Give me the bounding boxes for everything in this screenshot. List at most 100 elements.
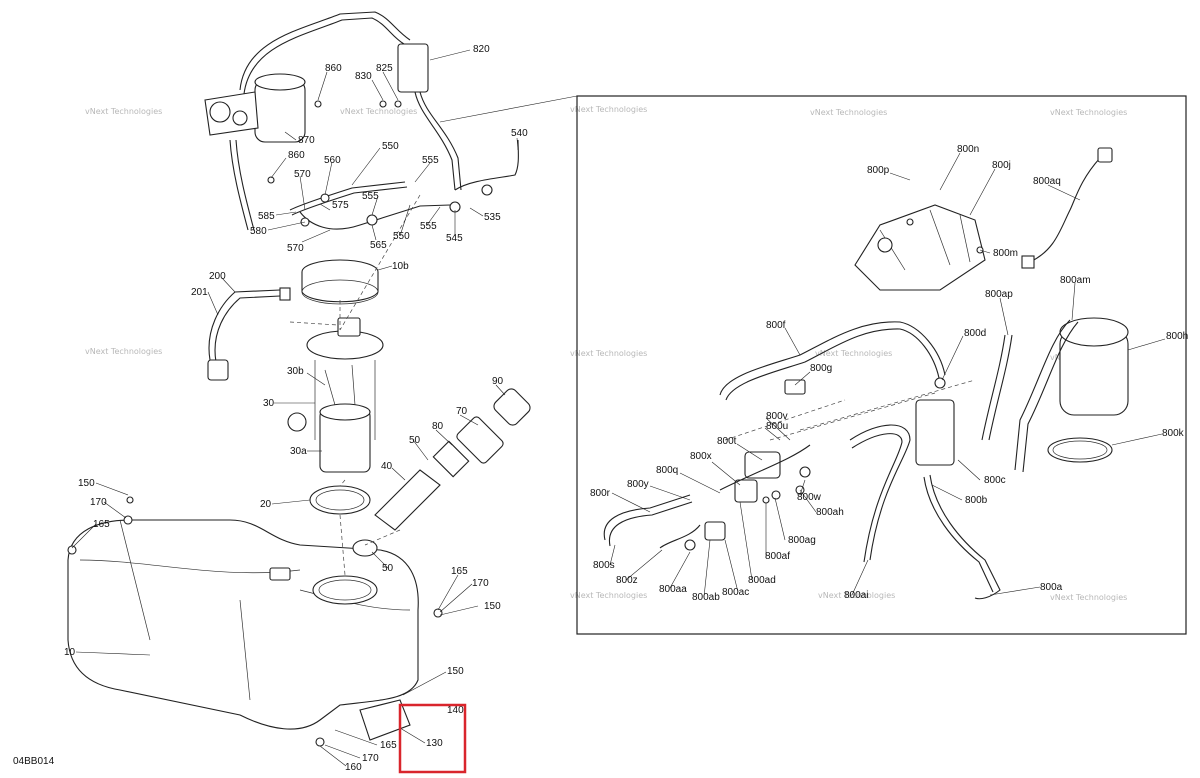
- watermark: vNext Technologies: [340, 107, 417, 116]
- callout: 800y: [627, 479, 649, 490]
- callout: 150: [484, 601, 501, 612]
- callout: 130: [426, 738, 443, 749]
- watermark: vNext Technologies: [570, 349, 647, 358]
- watermark: vNext Technologies: [570, 105, 647, 114]
- callout: 830: [355, 71, 372, 82]
- callout: 800ag: [788, 535, 816, 546]
- right-callouts: 800n 800j 800p 800aq 800m 800am 800ap 80…: [590, 144, 1188, 603]
- callout: 560: [324, 155, 341, 166]
- callout: 800q: [656, 465, 678, 476]
- callout: 50: [409, 435, 421, 446]
- callout: 30a: [290, 446, 307, 457]
- callout: 40: [381, 461, 393, 472]
- watermark: vNext Technologies: [85, 107, 162, 116]
- callout: 20: [260, 499, 272, 510]
- left-callouts: 860 830 825 820 870 860 560 550 555 540 …: [64, 44, 528, 773]
- callout: 800w: [797, 492, 822, 503]
- callout: 550: [393, 231, 410, 242]
- callout: 800f: [766, 320, 786, 331]
- fuel-filter-cluster: [204, 11, 462, 231]
- callout: 870: [298, 135, 315, 146]
- callout: 170: [362, 753, 379, 764]
- callout: 150: [78, 478, 95, 489]
- callout: 800z: [616, 575, 638, 586]
- callout: 800t: [717, 436, 737, 447]
- callout: 800ai: [844, 590, 868, 601]
- callout: 570: [294, 169, 311, 180]
- fuel-pump-module: [287, 317, 384, 473]
- gasket-inner: [315, 489, 365, 511]
- lock-ring: [301, 259, 379, 305]
- callout: 860: [325, 63, 342, 74]
- callout: 800h: [1166, 331, 1188, 342]
- callout: 800s: [593, 560, 615, 571]
- callout: 800ap: [985, 289, 1013, 300]
- callout: 140: [447, 705, 464, 716]
- callout: 545: [446, 233, 463, 244]
- callout: 800c: [984, 475, 1006, 486]
- hose-chain: [289, 139, 519, 230]
- hose-200: [207, 287, 291, 381]
- callout: 825: [376, 63, 393, 74]
- callout: 165: [93, 519, 110, 530]
- callout: 565: [370, 240, 387, 251]
- watermark: vNext Technologies: [815, 349, 892, 358]
- callout: 30: [263, 398, 275, 409]
- callout: 800am: [1060, 275, 1091, 286]
- callout: 800aa: [659, 584, 687, 595]
- callout: 800n: [957, 144, 979, 155]
- callout: 800v: [766, 411, 788, 422]
- callout: 150: [447, 666, 464, 677]
- callout: 800ac: [722, 587, 749, 598]
- highlight-box: [398, 703, 467, 774]
- callout: 540: [511, 128, 528, 139]
- callout: 570: [287, 243, 304, 254]
- callout: 201: [191, 287, 208, 298]
- watermark: vNext Technologies: [570, 591, 647, 600]
- watermark: vNext Technologies: [818, 591, 895, 600]
- callout: 800ah: [816, 507, 844, 518]
- callout: 200: [209, 271, 226, 282]
- watermark: vNext Technologies: [1050, 593, 1127, 602]
- diagram-code: 04BB014: [13, 756, 55, 767]
- detail-parts: [603, 147, 1129, 600]
- callout: 580: [250, 226, 267, 237]
- callout: 800p: [867, 165, 890, 176]
- callout: 820: [473, 44, 490, 55]
- callout: 70: [456, 406, 468, 417]
- callout: 165: [451, 566, 468, 577]
- assembly-dash-lines: [289, 194, 421, 576]
- callout: 30b: [287, 366, 304, 377]
- fuel-tank: [67, 496, 443, 747]
- callout: 800d: [964, 328, 986, 339]
- detail-connector-line: [439, 95, 578, 123]
- callout: 170: [472, 578, 489, 589]
- callout: 50: [382, 563, 394, 574]
- callout: 10: [64, 647, 76, 658]
- watermark: vNext Technologies: [810, 108, 887, 117]
- callout: 550: [382, 141, 399, 152]
- watermark: vNext Technologies: [1050, 108, 1127, 117]
- detail-box: [576, 95, 1187, 635]
- callout: 800af: [765, 551, 790, 562]
- callout: 170: [90, 497, 107, 508]
- callout: 585: [258, 211, 275, 222]
- callout: 800ad: [748, 575, 776, 586]
- filler-neck: [374, 388, 531, 531]
- callout: 555: [420, 221, 437, 232]
- callout: 800u: [766, 421, 788, 432]
- callout: 80: [432, 421, 444, 432]
- callout: 10b: [392, 261, 409, 272]
- leader-lines: [71, 49, 1166, 767]
- callout: 90: [492, 376, 504, 387]
- callout: 555: [362, 191, 379, 202]
- callout: 800r: [590, 488, 611, 499]
- callout: 800j: [992, 160, 1011, 171]
- callout: 800aq: [1033, 176, 1061, 187]
- watermark: vNext Technologies: [85, 347, 162, 356]
- callout: 160: [345, 762, 362, 773]
- callout: 800a: [1040, 582, 1063, 593]
- callout: 165: [380, 740, 397, 751]
- callout: 800b: [965, 495, 988, 506]
